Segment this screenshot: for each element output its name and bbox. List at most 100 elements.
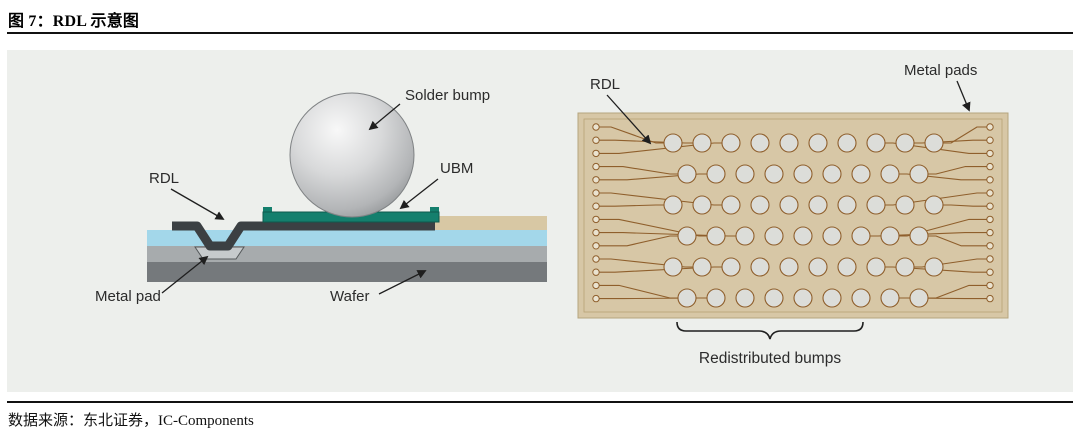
bump bbox=[924, 133, 944, 153]
metal-pad-arrow bbox=[161, 255, 209, 294]
rdl-trace bbox=[599, 258, 693, 268]
bump bbox=[793, 164, 813, 184]
edge-pad bbox=[986, 189, 994, 197]
edge-pad bbox=[592, 149, 600, 158]
solder-bump-arrow bbox=[368, 103, 401, 131]
bump bbox=[909, 288, 929, 308]
label-rdl-top-view: RDL bbox=[590, 76, 620, 93]
edge-pad bbox=[592, 242, 600, 250]
solder-bump-ball bbox=[289, 92, 415, 218]
bump bbox=[837, 257, 857, 277]
rdl-trace bbox=[599, 297, 707, 300]
wafer-arrow bbox=[378, 270, 427, 295]
edge-pad bbox=[592, 189, 600, 197]
bump bbox=[663, 257, 683, 277]
bump bbox=[706, 226, 726, 246]
redistributed-bumps-brace bbox=[676, 321, 864, 340]
bump bbox=[735, 226, 755, 246]
title-divider bbox=[7, 32, 1073, 34]
source-divider bbox=[7, 401, 1073, 403]
edge-pad bbox=[986, 228, 994, 237]
label-rdl: RDL bbox=[149, 170, 179, 187]
bump bbox=[793, 226, 813, 246]
bump bbox=[721, 257, 741, 277]
rdl-top-view-arrow bbox=[606, 94, 652, 145]
wafer-layer bbox=[147, 262, 547, 282]
edge-pad bbox=[592, 294, 600, 303]
bump bbox=[764, 226, 784, 246]
substrate-layer bbox=[147, 246, 547, 262]
bump bbox=[692, 195, 712, 215]
bump bbox=[837, 133, 857, 153]
bump bbox=[692, 257, 712, 277]
bump bbox=[822, 226, 842, 246]
rdl-schematic-svg: Solder bump UBM RDL Metal pad Wafer bbox=[95, 62, 1009, 367]
label-metal-pads: Metal pads bbox=[904, 62, 977, 79]
rdl-trace bbox=[943, 126, 987, 144]
polymer-layer bbox=[427, 216, 547, 230]
bump bbox=[735, 288, 755, 308]
rdl-trace bbox=[599, 192, 722, 206]
bump bbox=[735, 164, 755, 184]
bump bbox=[808, 257, 828, 277]
bump bbox=[764, 164, 784, 184]
figure-canvas: Solder bump UBM RDL Metal pad Wafer bbox=[7, 50, 1073, 392]
rdl-trace bbox=[599, 166, 678, 175]
bump bbox=[851, 226, 871, 246]
edge-pad bbox=[592, 136, 600, 144]
bump bbox=[663, 195, 683, 215]
bump bbox=[837, 195, 857, 215]
bump bbox=[866, 257, 886, 277]
rdl-trace bbox=[914, 258, 987, 268]
edge-pad bbox=[592, 228, 600, 237]
bump bbox=[677, 164, 697, 184]
edge-pad bbox=[592, 123, 600, 131]
bump bbox=[779, 257, 799, 277]
edge-pad bbox=[986, 281, 994, 290]
bump bbox=[663, 133, 683, 153]
edge-pad bbox=[592, 281, 600, 290]
bump bbox=[851, 164, 871, 184]
bump bbox=[822, 288, 842, 308]
cross-section-diagram: Solder bump UBM RDL Metal pad Wafer bbox=[95, 87, 547, 305]
bump bbox=[764, 288, 784, 308]
bump bbox=[808, 195, 828, 215]
edge-pad bbox=[592, 202, 600, 210]
edge-pad bbox=[986, 149, 994, 158]
bump bbox=[750, 257, 770, 277]
edge-pad bbox=[986, 242, 994, 250]
bump bbox=[895, 133, 915, 153]
rdl-trace bbox=[599, 204, 664, 207]
label-redistributed-bumps: Redistributed bumps bbox=[699, 350, 841, 367]
label-metal-pad: Metal pad bbox=[95, 288, 161, 305]
rdl-trace bbox=[928, 235, 987, 247]
edge-pad bbox=[592, 162, 600, 171]
bump bbox=[677, 226, 697, 246]
label-solder-bump: Solder bump bbox=[405, 87, 490, 104]
passivation-layer bbox=[147, 230, 547, 246]
ubm-arrow bbox=[399, 178, 439, 210]
label-ubm: UBM bbox=[440, 160, 473, 177]
rdl-layer bbox=[172, 221, 435, 251]
ubm-left-lip bbox=[263, 207, 272, 214]
bump bbox=[706, 164, 726, 184]
edge-pad bbox=[592, 268, 600, 276]
bump bbox=[721, 195, 741, 215]
rdl-arrow bbox=[170, 188, 225, 220]
rdl-trace bbox=[599, 126, 664, 144]
edge-pad bbox=[986, 268, 994, 276]
bump bbox=[808, 133, 828, 153]
rdl-trace bbox=[599, 232, 736, 237]
rdl-trace bbox=[899, 218, 987, 237]
bump bbox=[924, 257, 944, 277]
edge-pad bbox=[592, 176, 600, 184]
rdl-trace bbox=[599, 218, 707, 237]
rdl-trace bbox=[914, 139, 987, 144]
label-wafer: Wafer bbox=[330, 288, 369, 305]
bump bbox=[866, 195, 886, 215]
bump bbox=[779, 195, 799, 215]
bump bbox=[924, 195, 944, 215]
bump bbox=[880, 226, 900, 246]
rdl-trace bbox=[899, 173, 987, 181]
rdl-trace bbox=[943, 204, 987, 207]
